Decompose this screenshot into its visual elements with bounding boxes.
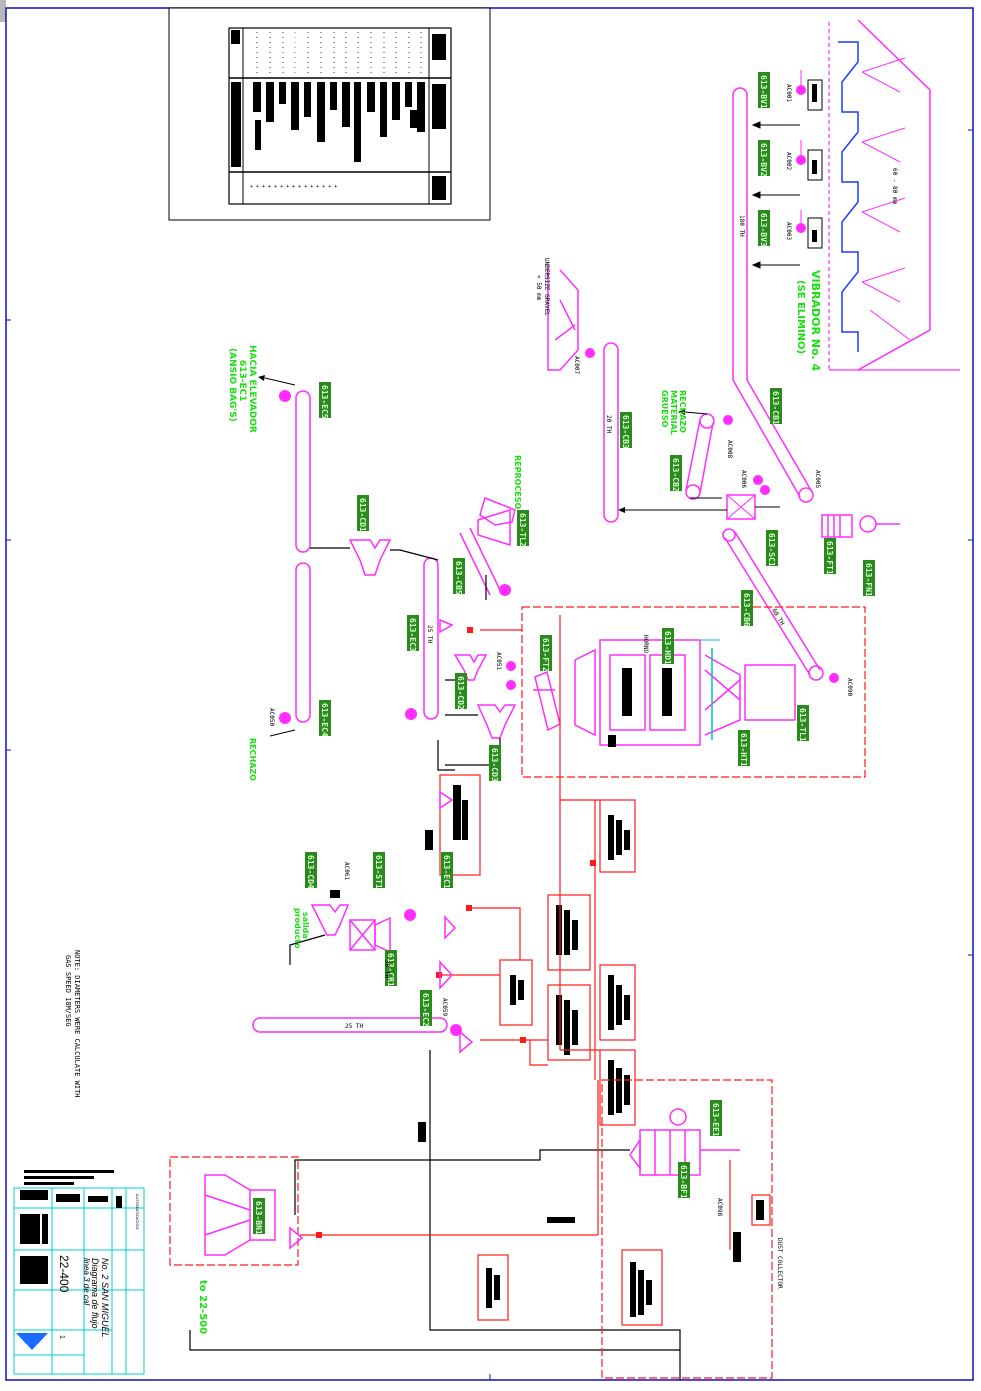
rate-label-6: 38 TH [383,960,390,978]
svg-text:AC061: AC061 [343,862,350,880]
svg-text:AC050: AC050 [268,708,275,726]
rechazo-bottom-label: RECHAZO [248,738,257,781]
svg-text:613-CB2: 613-CB2 [671,458,680,492]
svg-text:613-CB1: 613-CB1 [771,391,780,425]
svg-text:613-EC1: 613-EC1 [442,855,451,889]
svg-text:613-CD2: 613-CD2 [456,676,465,710]
fan-and-filter [822,515,900,537]
svg-text:613-CD1: 613-CD1 [358,498,367,532]
salida-label-2: producto [293,908,302,949]
rate-label-4: 25 TH [426,625,433,643]
rate-label-2: 20 TH [605,415,612,433]
hydrator-label: HORNO [642,635,649,653]
svg-text:613-CB3: 613-CB3 [621,415,630,449]
svg-text:613-SC1: 613-SC1 [767,533,776,567]
screen-area [618,475,780,519]
electrical-enclosures [440,775,770,1325]
vibrador-sub-label: (SE ELIMINO) [795,280,806,354]
svg-text:AC098: AC098 [716,1198,723,1216]
svg-text:613-EC5: 613-EC5 [320,385,329,419]
dust-collector-label: DUST COLLECTOR [776,1238,783,1289]
hydrator-internals [608,668,672,747]
svg-text:AC005: AC005 [814,470,821,488]
storage-hoppers: 60 - 80 mm [829,20,960,370]
crusher [350,918,390,952]
vibrador-label: VIBRADOR No. 4 [809,270,822,372]
hacia-elevador-label-3: (ANSIO BAG'S) [227,348,237,422]
hacia-elevador-label-2: 613-EC1 [237,360,247,402]
svg-text:613-EC3: 613-EC3 [408,618,417,652]
equipment-schedule-table: + + + + + + + + + + + + + + + [169,8,490,220]
incline-reprocess [460,528,500,595]
rate-label-1: 180 TH [738,215,745,237]
feeder-chute [533,672,560,730]
svg-text:AC008: AC008 [726,440,733,458]
svg-text:613-EC2: 613-EC2 [421,993,430,1027]
svg-text:613-BV3: 613-BV3 [759,213,768,247]
svg-text:AC002: AC002 [785,152,792,170]
note-line-2: GAS SPEED 18M/SEG [64,955,72,1027]
svg-text:613-CD4: 613-CD4 [306,855,315,889]
drawing-title-1: No. 2 SAN MIGUEL [100,1258,110,1338]
bucket-elevator-left [296,391,310,722]
svg-text:613-CD3: 613-CD3 [490,748,499,782]
rechazo-label-2: MATERIAL [669,390,678,435]
bucket-elevator-right [686,414,722,499]
svg-text:613-HD1: 613-HD1 [663,631,672,665]
reprocess-hopper [478,510,510,545]
rev-number: 1 [58,1335,65,1339]
svg-text:AC003: AC003 [785,222,792,240]
title-block-notes [24,1170,114,1185]
svg-text:AC051: AC051 [495,652,502,670]
hacia-elevador-label-1: HACIA ELEVADOR [247,345,257,433]
svg-text:613-EC4: 613-EC4 [320,703,329,737]
interlocks [316,627,596,1238]
svg-text:AC059: AC059 [441,998,448,1016]
rechazo-label-1: RECHAZO [678,390,687,433]
svg-text:613-FT1: 613-FT1 [825,541,834,575]
drawing-title-3: linea 3 de cal [82,1258,91,1305]
to-drawing-ref: to 22-500 [197,1280,208,1334]
svg-text:AC007: AC007 [573,356,580,374]
title-block-company: AUTOMATIZACION [135,1194,140,1230]
process-flow-lines [190,548,680,1380]
rate-label-5: 25 TH [345,1023,363,1030]
svg-text:613-BV1: 613-BV1 [759,75,768,109]
svg-text:60 - 80 mm: 60 - 80 mm [891,168,898,205]
hydrator-machine [575,640,795,745]
drawing-number: 22-400 [57,1255,71,1293]
svg-text:613-BF1: 613-BF1 [679,1165,688,1199]
svg-text:613-FN1: 613-FN1 [864,563,873,597]
rechazo-label-3: GRUESO [660,390,669,427]
svg-text:613-CB6: 613-CB6 [742,593,751,627]
svg-text:613-ST1: 613-ST1 [374,855,383,889]
hydrator-system-boundary [522,607,865,777]
svg-text:613-BN1: 613-BN1 [254,1201,263,1235]
svg-text:AC090: AC090 [846,678,853,696]
undersize-label-1: UNDERSIZE GRAVEL [543,258,550,316]
green-annotations: VIBRADOR No. 4 (SE ELIMINO) RECHAZO MATE… [197,270,822,1334]
svg-text:+ + + + + + + + + + + + + + +: + + + + + + + + + + + + + + + [250,184,337,190]
svg-text:613-HT1: 613-HT1 [739,733,748,767]
note-line-1: NOTE: DIAMETERS WERE CALCULATE WITH [73,950,81,1098]
undersize-hopper [548,265,578,370]
svg-text:613-TL1: 613-TL1 [798,708,807,742]
svg-text:613-EE1: 613-EE1 [711,1103,720,1137]
svg-text:613-TL2: 613-TL2 [518,513,527,547]
undersize-label-2: < 50 mm [535,275,542,301]
title-block: 22-400 1 No. 2 SAN MIGUEL Diagrama de fl… [14,1188,144,1374]
svg-text:613-BV2: 613-BV2 [759,143,768,177]
svg-text:613-FT2: 613-FT2 [541,638,550,672]
reproceso-label: REPROCESO [513,455,522,510]
pump-triangles [290,620,472,1248]
svg-text:AC006: AC006 [740,470,747,488]
svg-text:613-CB5: 613-CB5 [454,561,463,595]
misc-labels: UNDERSIZE GRAVEL < 50 mm DUST COLLECTOR … [383,258,783,1289]
diameter-note: NOTE: DIAMETERS WERE CALCULATE WITH GAS … [64,950,81,1098]
svg-text:AC001: AC001 [785,84,792,102]
